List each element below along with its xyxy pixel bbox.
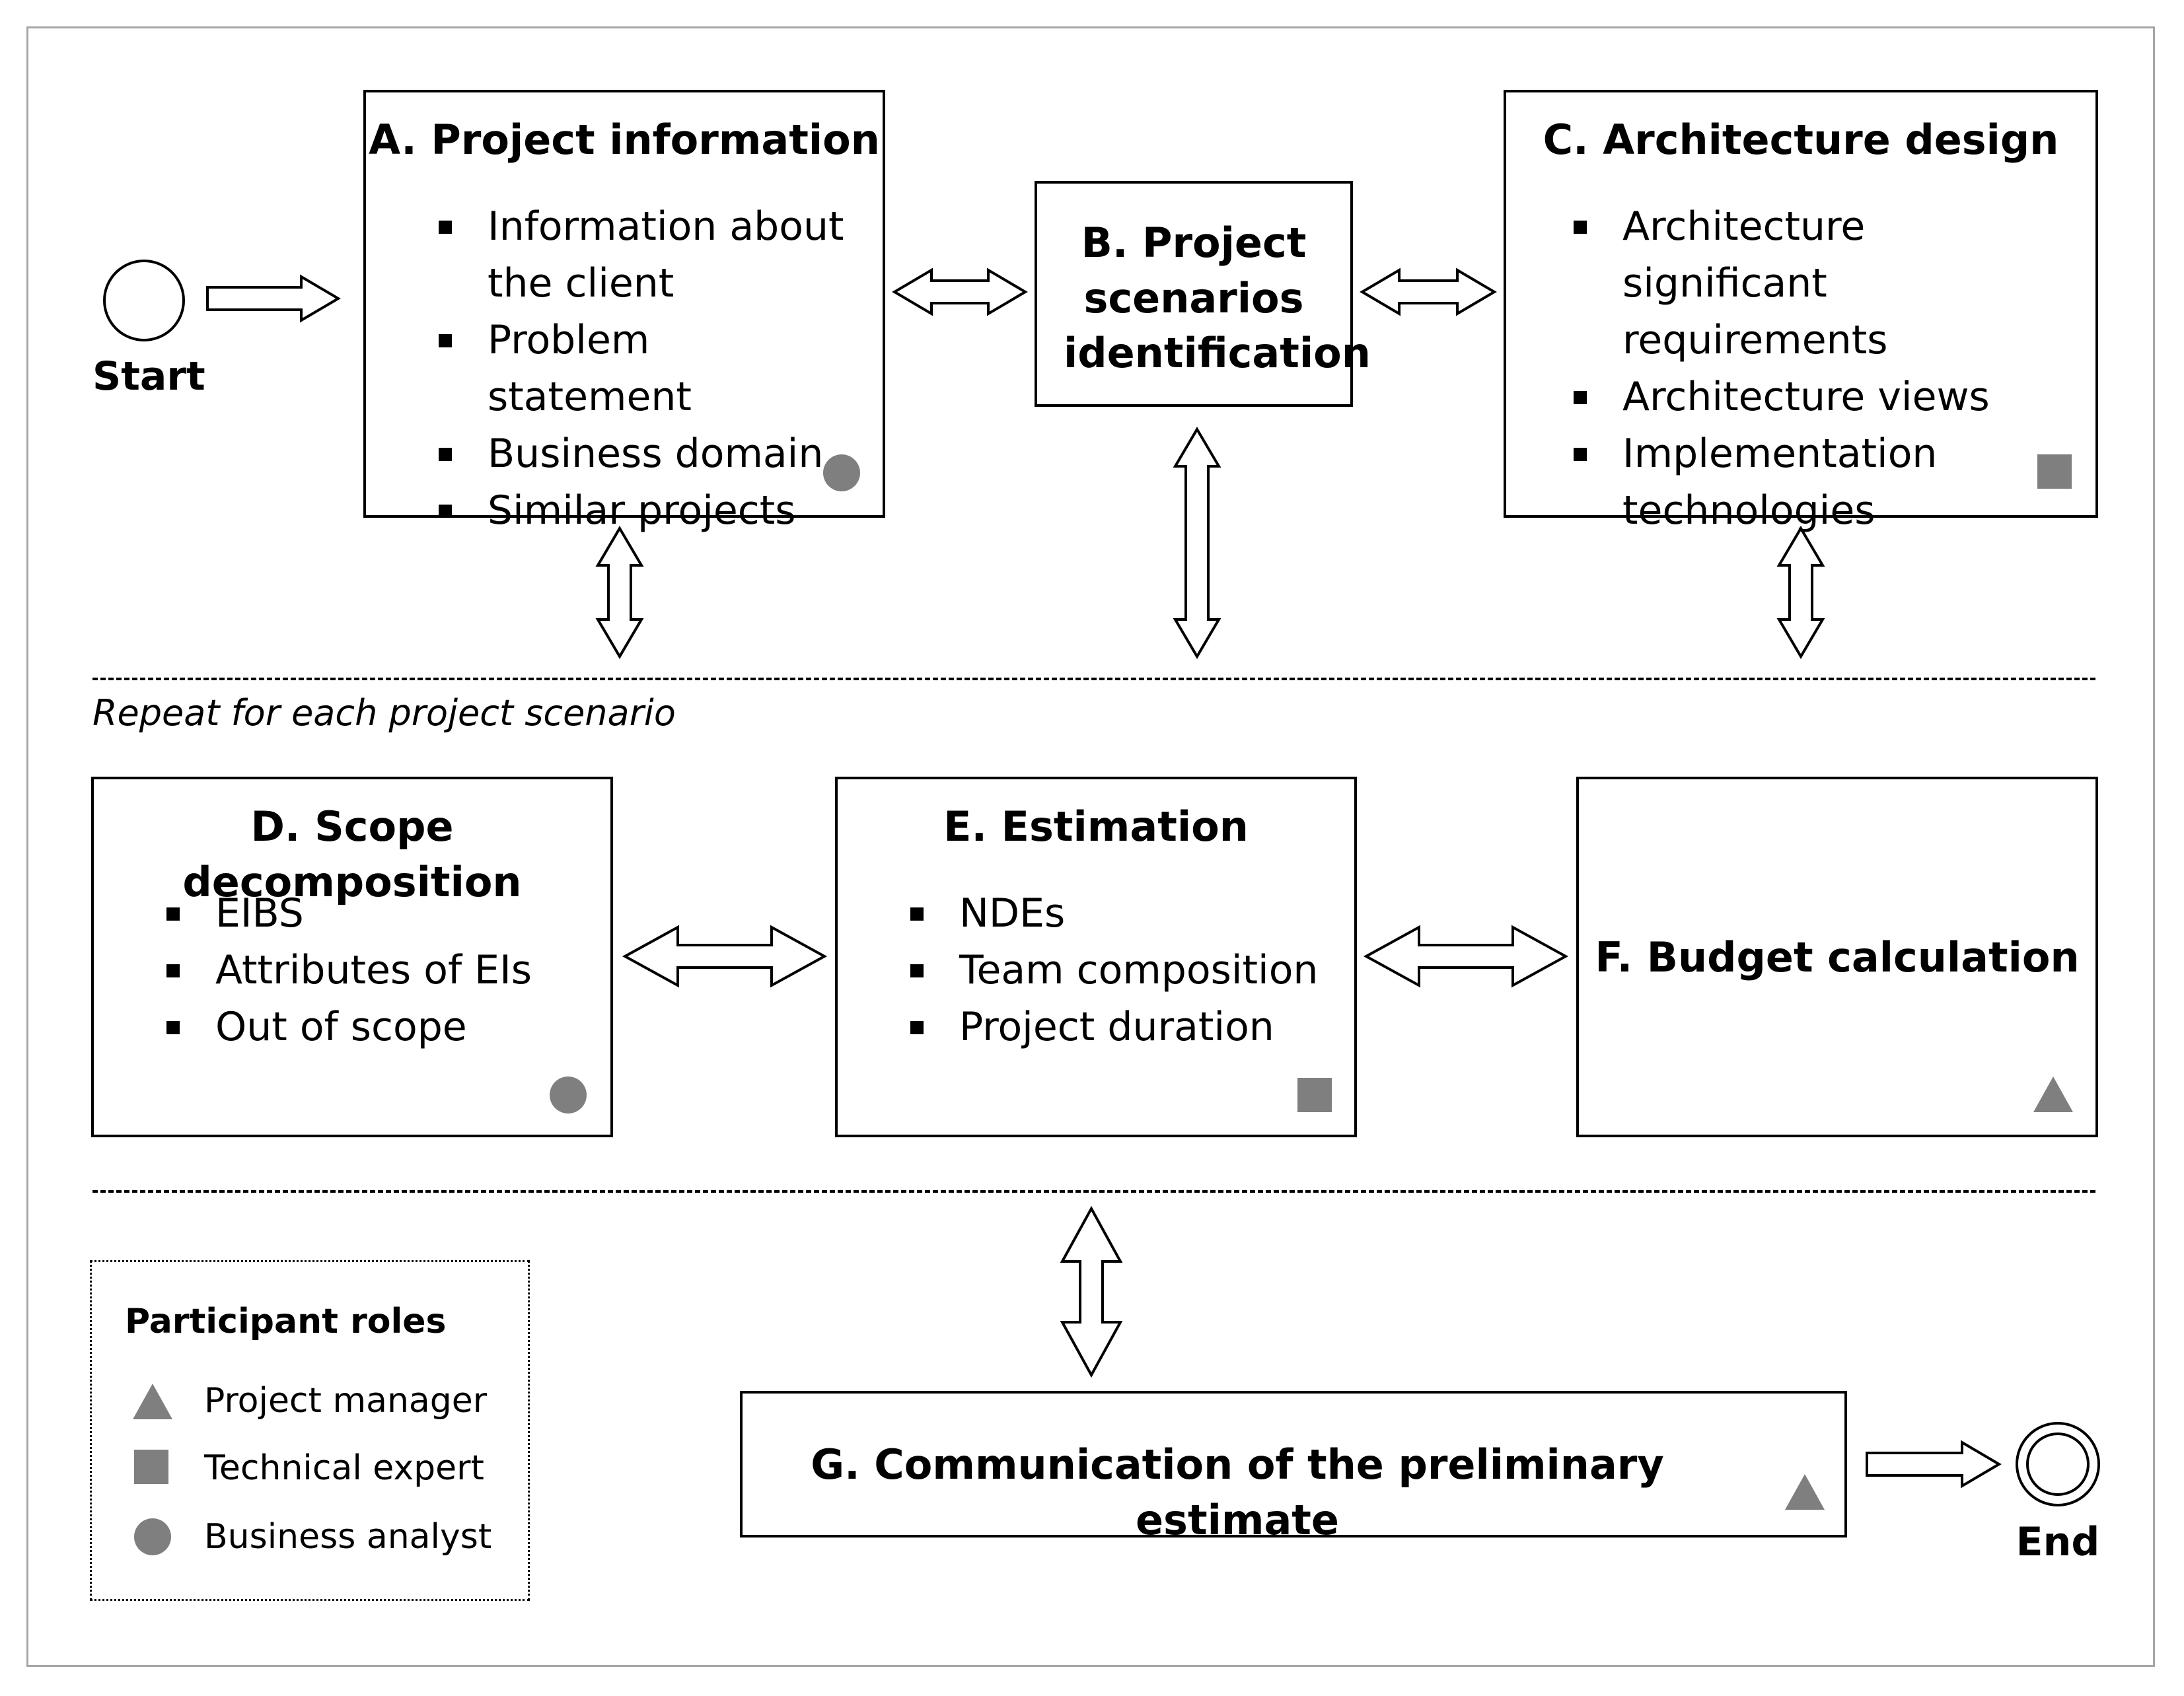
arrow-scenario-g — [1060, 1205, 1123, 1378]
list-item: Architecture views — [1570, 369, 2078, 425]
circle-icon — [823, 454, 860, 491]
arrow-c-scenario — [1776, 526, 1825, 659]
list-item: NDEs — [906, 885, 1336, 942]
arrow-a-scenario — [595, 526, 644, 659]
box-communication-estimate: G. Communication of the preliminary esti… — [740, 1391, 1847, 1544]
list-item: Architecture significant requirements — [1570, 198, 2078, 369]
square-icon — [134, 1450, 168, 1484]
end-node-inner — [2026, 1432, 2090, 1496]
arrow-g-to-end — [1866, 1440, 2002, 1489]
arrow-e-f — [1363, 925, 1569, 988]
legend-label: Technical expert — [204, 1448, 484, 1488]
legend-label: Business analyst — [204, 1517, 492, 1557]
list-item: Project duration — [906, 999, 1336, 1055]
box-project-information: A. Project information Information about… — [363, 90, 885, 534]
separator-line — [92, 678, 2095, 680]
square-icon — [2037, 454, 2072, 489]
arrow-b-c — [1360, 267, 1497, 316]
legend-item-technical-expert: Technical expert — [125, 1446, 521, 1492]
circle-icon — [134, 1518, 171, 1555]
list-item: Business domain — [435, 425, 864, 482]
box-f-title: F. Budget calculation — [1595, 933, 2080, 981]
arrow-b-scenario — [1173, 427, 1221, 659]
box-g-title: G. Communication of the preliminary esti… — [811, 1440, 1664, 1544]
list-item: Problem statement — [435, 312, 864, 425]
list-item: Team composition — [906, 942, 1336, 999]
list-item: Out of scope — [163, 999, 592, 1055]
box-c-items: Architecture significant requirements Ar… — [1570, 198, 2078, 539]
arrow-group — [206, 267, 2002, 1489]
list-item: Similar projects — [435, 482, 864, 539]
box-b-title: B. Project scenarios identification — [1064, 219, 1371, 378]
legend-label: Project manager — [204, 1381, 488, 1421]
arrow-d-e — [622, 925, 828, 988]
legend: Participant roles Project manager Techni… — [90, 1260, 530, 1601]
start-label: Start — [92, 353, 205, 400]
list-item: Information about the client — [435, 198, 864, 312]
diagram-frame — [26, 26, 2155, 1667]
separator-line — [92, 1190, 2095, 1193]
list-item: Attributes of EIs — [163, 942, 592, 999]
list-item: Implementation technologies — [1570, 425, 2078, 539]
box-scope-decomposition: D. Scope decomposition EIBS Attributes o… — [91, 777, 613, 1137]
box-estimation: E. Estimation NDEs Team composition Proj… — [835, 777, 1357, 1137]
arrow-a-b — [892, 267, 1028, 316]
arrow-start-to-a — [206, 274, 341, 323]
start-node — [103, 260, 185, 341]
box-d-items: EIBS Attributes of EIs Out of scope — [163, 885, 592, 1055]
legend-item-project-manager: Project manager — [125, 1378, 521, 1425]
triangle-icon — [1785, 1474, 1825, 1510]
box-e-title: E. Estimation — [943, 802, 1249, 851]
box-a-items: Information about the client Problem sta… — [435, 198, 864, 539]
end-label: End — [2016, 1519, 2100, 1565]
repeat-note: Repeat for each project scenario — [92, 692, 676, 734]
triangle-icon — [133, 1384, 172, 1419]
box-project-scenarios: B. Project scenarios identification — [1035, 181, 1371, 407]
box-c-title: C. Architecture design — [1543, 116, 2059, 164]
legend-title: Participant roles — [125, 1302, 447, 1341]
box-d-title: D. Scope decomposition — [182, 802, 522, 906]
box-architecture-design: C. Architecture design Architecture sign… — [1504, 90, 2098, 534]
box-budget-calculation: F. Budget calculation — [1576, 777, 2098, 1137]
circle-icon — [550, 1077, 587, 1113]
legend-item-business-analyst: Business analyst — [125, 1514, 521, 1561]
box-a-title: A. Project information — [369, 116, 880, 164]
box-e-items: NDEs Team composition Project duration — [906, 885, 1336, 1055]
square-icon — [1297, 1078, 1332, 1112]
triangle-icon — [2033, 1077, 2073, 1112]
list-item: EIBS — [163, 885, 592, 942]
